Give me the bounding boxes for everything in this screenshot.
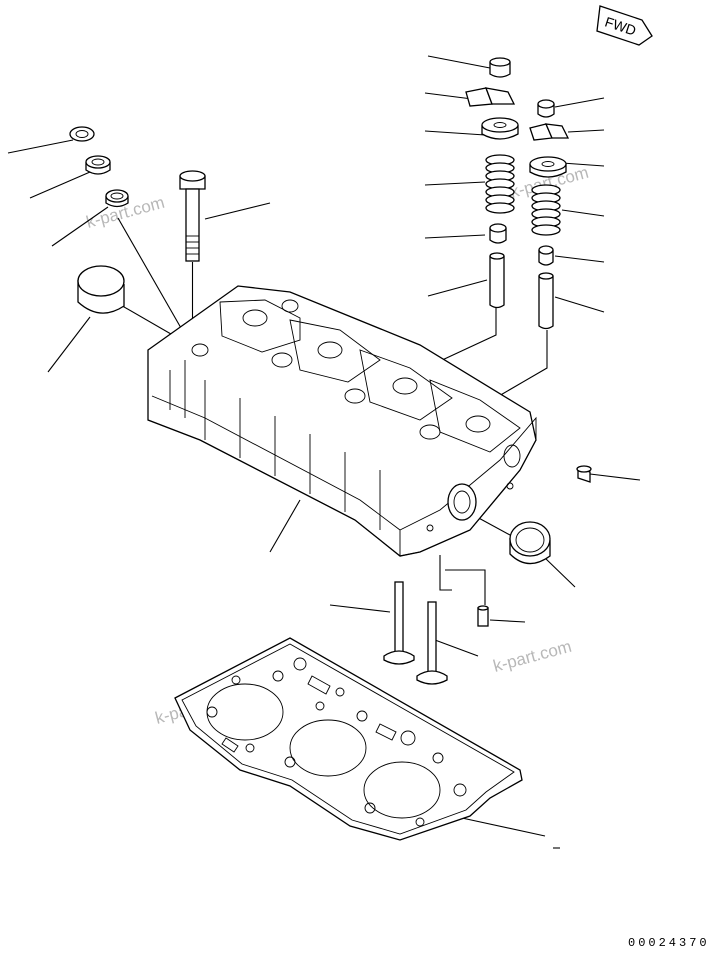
dowel-pin [477, 605, 489, 627]
valves [383, 581, 448, 685]
plug-screw [576, 465, 592, 483]
head-bolt [179, 170, 206, 330]
cylinder-head [147, 285, 537, 557]
watermark-3: k-part.com [491, 637, 573, 676]
valve-train-stack-left [465, 57, 519, 309]
head-gasket [174, 637, 523, 841]
valve-train-stack-right [529, 99, 570, 330]
drawing-code: 00024370 [628, 936, 706, 950]
fwd-arrow-badge: FWD [596, 5, 653, 46]
valve-stem-seal-parts [69, 126, 129, 208]
expansion-plug [77, 265, 125, 314]
oil-seal [509, 521, 551, 565]
